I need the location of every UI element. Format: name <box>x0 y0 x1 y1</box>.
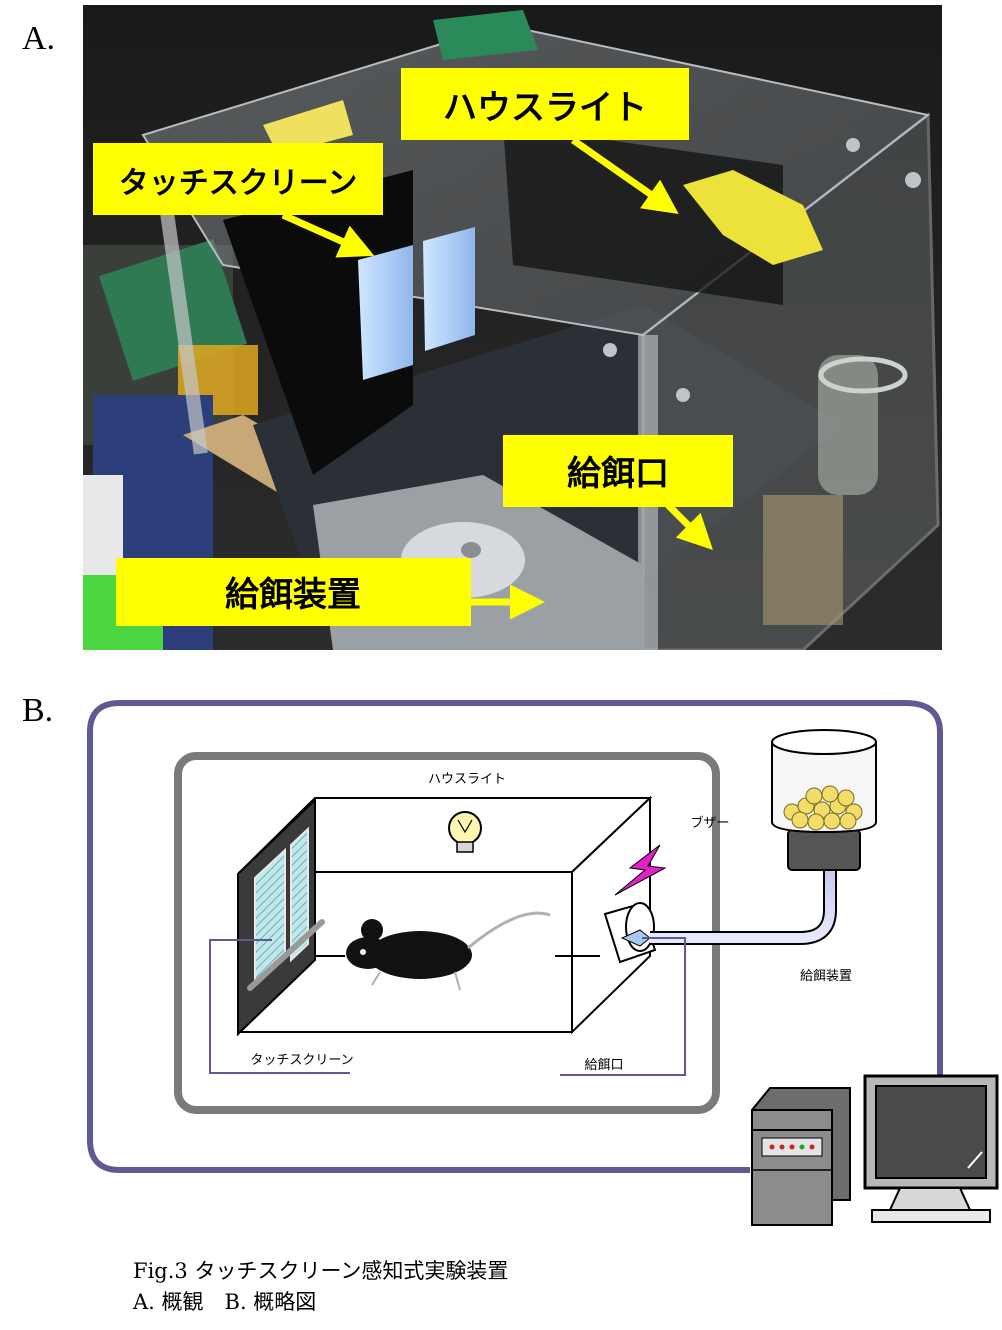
schematic-diagram: ハウスライト ブザー 給餌装置 タッチスクリーン 給餌口 <box>87 700 999 1226</box>
mouse-icon <box>346 911 551 991</box>
feeder-port-housing <box>763 495 843 625</box>
feeder-tube-rim <box>818 356 908 394</box>
panel-letter-a: A. <box>22 20 56 57</box>
house-light-bulb-icon <box>448 811 482 853</box>
panel-letter-b: B. <box>22 692 54 729</box>
apparatus-photo: ハウスライト タッチスクリーン 給餌口 給餌装置 <box>83 5 942 650</box>
label-house-light: ハウスライト <box>428 772 506 787</box>
feeder-tube-outline <box>650 870 837 945</box>
feeder-tube <box>650 870 835 943</box>
callout-feeder-port: 給餌口 <box>567 454 669 494</box>
feeder-port-wire <box>560 937 686 1076</box>
label-feeder-port: 給餌口 <box>584 1058 623 1073</box>
figure-caption-line-2: A. 概観 B. 概略図 <box>133 1290 317 1314</box>
pellet-dispenser-icon <box>771 729 877 871</box>
label-feeder-device: 給餌装置 <box>800 969 852 984</box>
arrow-touch-screen <box>281 211 375 258</box>
screen-window-1 <box>358 245 413 380</box>
callout-feeder-device: 給餌装置 <box>225 575 361 615</box>
label-buzzer: ブザー <box>690 815 729 831</box>
yellow-tape-house-light <box>683 170 823 265</box>
screen-window-2 <box>423 227 475 351</box>
yellow-tape-1 <box>263 100 353 155</box>
bolt-2 <box>905 172 921 188</box>
monitor-icon <box>863 1074 999 1223</box>
outer-frame <box>87 700 943 1173</box>
touch-screen-wire <box>209 939 350 1074</box>
figure-caption-line-1: Fig.3 タッチスクリーン感知式実験装置 <box>133 1259 509 1283</box>
buzzer-icon <box>614 844 667 896</box>
bolt-1 <box>603 343 617 357</box>
callout-house-light-box <box>401 68 689 140</box>
callout-feeder-port-box <box>503 435 733 507</box>
callout-house-light: ハウスライト <box>443 88 647 128</box>
rear-wall <box>503 125 783 305</box>
touch-screen-window-2 <box>290 826 309 963</box>
acrylic-post-left <box>152 155 208 455</box>
feeder-bolt <box>461 542 481 558</box>
callout-touch-screen-box <box>93 143 383 215</box>
callout-feeder-device-box <box>116 558 471 626</box>
computer-tower-icon <box>751 1087 851 1226</box>
feeder-tube <box>818 355 878 495</box>
arrow-house-light <box>570 137 679 215</box>
touch-screen-ledge <box>247 919 325 991</box>
bolt-3 <box>846 138 860 152</box>
label-touch-screen: タッチスクリーン <box>250 1053 353 1068</box>
bolt-4 <box>676 388 690 402</box>
callout-touch-screen: タッチスクリーン <box>119 166 358 201</box>
arrow-feeder-port <box>665 502 713 550</box>
top-board <box>433 10 538 60</box>
